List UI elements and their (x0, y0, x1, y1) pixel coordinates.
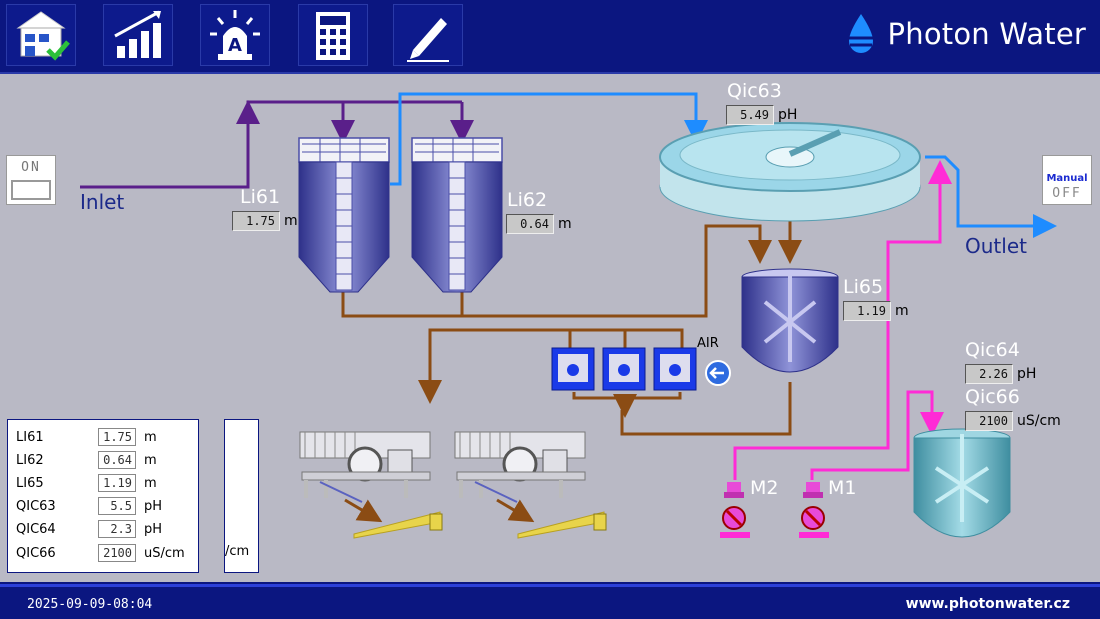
table-value: 2.3 (98, 520, 136, 538)
table-row: LI62 0.64 m (16, 451, 157, 469)
table-row: QIC63 5.5 pH (16, 497, 162, 515)
table-unit: uS/cm (144, 545, 185, 561)
qic63-reading: 5.49 pH (726, 105, 797, 125)
filter-press-2 (454, 431, 607, 539)
readings-table: LI61 1.75 m LI62 0.64 m LI65 1.19 m QIC6… (7, 419, 199, 573)
filter-press-1 (299, 431, 443, 539)
pencil-icon (407, 18, 449, 62)
table-value: 1.19 (98, 474, 136, 492)
table-tag: LI61 (16, 429, 44, 445)
nav-home-button[interactable] (6, 4, 76, 66)
air-label: AIR (697, 336, 719, 351)
pump-m1-label: M1 (828, 477, 857, 499)
qic63-label: Qic63 (727, 80, 782, 102)
table-row: LI61 1.75 m (16, 428, 157, 446)
water-drop-logo-icon (848, 14, 873, 53)
footer-url[interactable]: www.photonwater.cz (905, 596, 1070, 612)
qic64-label: Qic64 (965, 339, 1020, 361)
air-valve-icon[interactable] (705, 360, 731, 386)
qic66-label: Qic66 (965, 386, 1020, 408)
li65-reading: 1.19 m (843, 301, 909, 321)
svg-text:A: A (228, 35, 242, 56)
li61-label: Li61 (240, 186, 281, 208)
on-toggle-button[interactable]: ON (6, 155, 56, 205)
nav-calculator-button[interactable] (298, 4, 368, 66)
table-unit: pH (144, 498, 163, 514)
filter-tank-li62 (411, 137, 503, 293)
manual-mode-button[interactable]: Manual OFF (1042, 155, 1092, 205)
air-blowers (551, 347, 697, 391)
trend-chart-icon (114, 10, 161, 58)
qic63-value: 5.49 (726, 105, 774, 125)
table-value: 5.5 (98, 497, 136, 515)
nav-alarms-button[interactable]: A (200, 4, 270, 66)
pump-m2[interactable] (720, 482, 750, 538)
li61-unit: m (284, 213, 298, 229)
qic63-unit: pH (778, 107, 798, 123)
outlet-label: Outlet (965, 234, 1027, 258)
chemical-dosing-line (733, 160, 952, 480)
li62-unit: m (558, 216, 572, 232)
qic66-reading: 2100 uS/cm (965, 411, 1061, 431)
li65-value: 1.19 (843, 301, 891, 321)
qic64-value: 2.26 (965, 364, 1013, 384)
li62-value: 0.64 (506, 214, 554, 234)
footer-bar: 2025-09-09-08:04 www.photonwater.cz (0, 584, 1100, 619)
mix-tank-li65 (741, 268, 839, 373)
qic66-unit: uS/cm (1017, 413, 1061, 429)
li62-reading: 0.64 m (506, 214, 572, 234)
inlet-label: Inlet (80, 190, 125, 214)
water-line (390, 92, 1057, 238)
table-unit: pH (144, 521, 163, 537)
process-diagram (80, 92, 1057, 539)
footer-datetime: 2025-09-09-08:04 (27, 597, 153, 612)
qic64-unit: pH (1017, 366, 1037, 382)
li65-unit: m (895, 303, 909, 319)
on-label: ON (21, 160, 41, 175)
brand: Photon Water (844, 12, 1086, 56)
qic64-reading: 2.26 pH (965, 364, 1036, 384)
nav-trends-button[interactable] (103, 4, 173, 66)
table-unit: m (144, 429, 157, 445)
table-value: 2100 (98, 544, 136, 562)
brand-name: Photon Water (887, 17, 1086, 51)
table-tag: QIC66 (16, 545, 56, 561)
table-unit: m (144, 452, 157, 468)
table-row: LI65 1.19 m (16, 474, 157, 492)
readings-table-secondary: /cm (224, 419, 259, 573)
clarifier-tank (659, 122, 921, 222)
alarm-icon: A (210, 10, 260, 60)
table-tag: LI62 (16, 452, 44, 468)
pump-m1[interactable] (799, 482, 829, 538)
li61-reading: 1.75 m (232, 211, 298, 231)
inlet-line (80, 100, 474, 189)
table-row: QIC66 2100 uS/cm (16, 544, 185, 562)
table-value: 1.75 (98, 428, 136, 446)
li61-value: 1.75 (232, 211, 280, 231)
table-tag: QIC64 (16, 521, 56, 537)
home-icon (16, 11, 70, 61)
sludge-line (341, 220, 802, 436)
calculator-icon (316, 12, 350, 60)
table-unit: m (144, 475, 157, 491)
table-tag: QIC63 (16, 498, 56, 514)
pump-m2-label: M2 (750, 477, 779, 499)
table-row: QIC64 2.3 pH (16, 520, 162, 538)
off-label: OFF (1052, 186, 1082, 201)
table-value: 0.64 (98, 451, 136, 469)
top-navigation-bar: A Photon Water (0, 0, 1100, 70)
qic66-value: 2100 (965, 411, 1013, 431)
manual-label: Manual (1046, 173, 1088, 184)
table-secondary-unit: /cm (225, 544, 250, 559)
li62-label: Li62 (507, 189, 548, 211)
li65-label: Li65 (843, 276, 884, 298)
nav-edit-button[interactable] (393, 4, 463, 66)
table-tag: LI65 (16, 475, 44, 491)
filter-tank-li61 (298, 137, 390, 293)
chemical-tank-qic66 (913, 428, 1011, 538)
